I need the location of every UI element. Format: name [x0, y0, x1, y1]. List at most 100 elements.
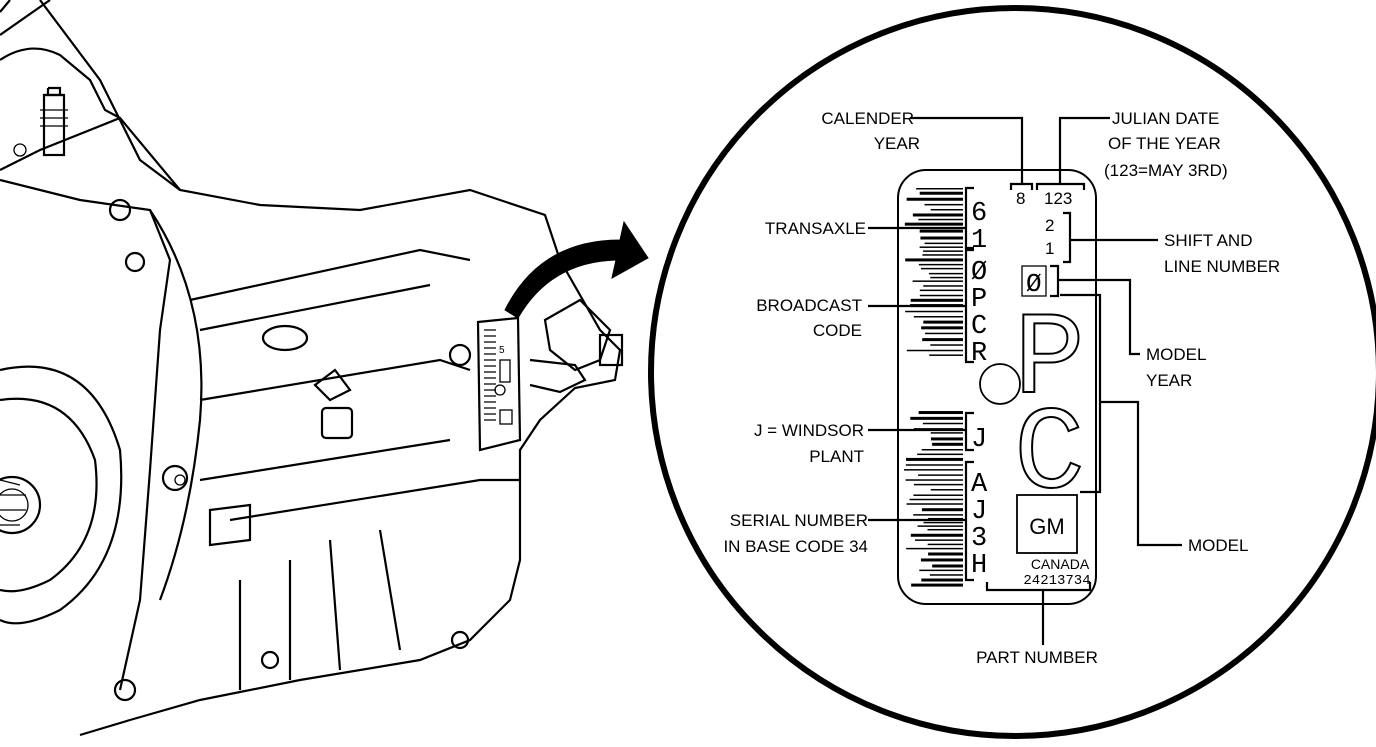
label-part-number: PART NUMBER: [976, 648, 1098, 667]
label-model-year-2: YEAR: [1146, 371, 1192, 390]
barcode-bar: [924, 332, 963, 335]
barcode-bar: [906, 197, 963, 201]
axle-seal: [0, 475, 42, 535]
barcode-bar: [929, 354, 963, 356]
barcode-bar: [928, 272, 963, 275]
label-shift-line-1: SHIFT AND: [1164, 231, 1252, 250]
barcode-bar: [906, 349, 963, 352]
barcode-bar: [927, 543, 963, 546]
barcode-bar: [920, 236, 963, 240]
tag-shift-digit: 2: [1045, 216, 1054, 235]
label-broadcast-code-2: CODE: [813, 321, 862, 340]
tag-year-digit: 8: [1016, 189, 1025, 208]
label-calender-year-1: CALENDER: [821, 109, 914, 128]
barcode-bar: [913, 483, 963, 486]
tag-line-digit: 1: [1045, 239, 1054, 258]
barcode-bar: [906, 503, 963, 505]
barcode-bar: [924, 203, 963, 206]
tag-part-number: 24213734: [1023, 573, 1090, 589]
barcode-bar: [923, 521, 963, 524]
barcode-bar: [906, 547, 963, 550]
barcode-bar: [913, 494, 963, 496]
barcode-bar: [917, 525, 963, 527]
barcode-bar: [918, 411, 963, 415]
barcode-bar: [927, 517, 963, 520]
tag-broadcast-char-3: C: [971, 312, 987, 342]
label-shift-line-2: LINE NUMBER: [1164, 257, 1280, 276]
barcode-bar: [904, 222, 963, 226]
barcode-bar: [919, 569, 963, 572]
small-id-tag: [476, 316, 522, 452]
tag-serial-char-3: 3: [971, 524, 987, 554]
barcode-bar: [918, 263, 963, 266]
tag-model-year-char: Ø: [1026, 269, 1042, 299]
tag-country: CANADA: [1031, 556, 1090, 572]
barcode-bar: [928, 552, 963, 556]
barcode-bar: [919, 294, 963, 297]
gm-logo: GM: [1029, 514, 1064, 539]
barcode-bar: [930, 437, 963, 441]
tag-plant-char: J: [971, 425, 987, 455]
tag-broadcast-char-2: P: [971, 285, 987, 315]
barcode-bar: [919, 246, 963, 248]
barcode-bar: [910, 533, 963, 537]
bolt: [108, 198, 132, 222]
leader-lines: [868, 116, 1182, 645]
barcode-bar: [919, 289, 963, 292]
label-broadcast-code-1: BROADCAST: [756, 296, 862, 315]
barcode-bar: [930, 489, 963, 491]
barcode-bar: [932, 442, 963, 446]
barcode-bar: [923, 285, 963, 287]
label-windsor-plant-2: PLANT: [809, 447, 864, 466]
barcode-bar: [918, 218, 963, 221]
barcode-bar: [905, 258, 963, 262]
barcode-bar: [913, 514, 963, 516]
barcode-bar: [930, 208, 963, 211]
barcode-bar: [930, 276, 963, 279]
label-model: MODEL: [1188, 536, 1248, 555]
barcode-bar: [924, 242, 963, 245]
label-serial-number-2: IN BASE CODE 34: [723, 537, 868, 556]
barcode-bar: [922, 422, 963, 425]
barcode-bar: [922, 254, 963, 256]
barcode-bar: [921, 508, 963, 512]
barcode-bar: [913, 316, 963, 318]
label-julian-date-3: (123=MAY 3RD): [1104, 161, 1228, 180]
tag-serial-char-2: J: [971, 497, 987, 527]
barcode-bar: [922, 338, 963, 342]
model-year-box: [1021, 265, 1047, 297]
barcode-bar: [920, 267, 963, 270]
transaxle-illustration: 5: [0, 0, 624, 737]
tag-serial-char-4: H: [971, 551, 987, 581]
tag-transaxle-char-2: 1: [971, 226, 987, 256]
barcode-bar: [921, 326, 963, 330]
small-tag-digit: 5: [499, 345, 505, 356]
stud: [42, 93, 66, 157]
barcode-bar: [910, 298, 963, 302]
gm-logo-box: [1016, 494, 1078, 554]
tag-hole: [979, 363, 1021, 405]
barcode-bar: [903, 469, 963, 471]
barcode-bar: [912, 280, 963, 282]
barcode-bar: [910, 416, 963, 420]
barcode-bar: [921, 578, 963, 582]
barcode-bar: [916, 188, 963, 190]
bolt: [161, 464, 189, 492]
label-serial-number-1: SERIAL NUMBER: [730, 511, 868, 530]
barcode-bar: [905, 310, 963, 313]
tag-broadcast-char-1: Ø: [971, 258, 987, 288]
tag-characters: 8 123 2 1 Ø 6 1 Ø P C R J A J 3 H P C GM…: [971, 189, 1091, 589]
label-transaxle: TRANSAXLE: [765, 219, 866, 238]
barcode-bar: [923, 320, 963, 324]
barcode-bar: [905, 479, 963, 481]
callout-labels: CALENDER YEAR JULIAN DATE OF THE YEAR (1…: [723, 109, 1280, 667]
barcode-bar: [930, 344, 963, 346]
label-julian-date-1: JULIAN DATE: [1112, 109, 1219, 128]
barcode-bar: [923, 250, 963, 252]
barcode-bar: [932, 564, 963, 568]
tag-serial-char-1: A: [971, 470, 988, 500]
bolt: [124, 251, 146, 273]
callout-arrow: [504, 220, 649, 319]
label-windsor-plant-1: J = WINDSOR: [754, 421, 864, 440]
